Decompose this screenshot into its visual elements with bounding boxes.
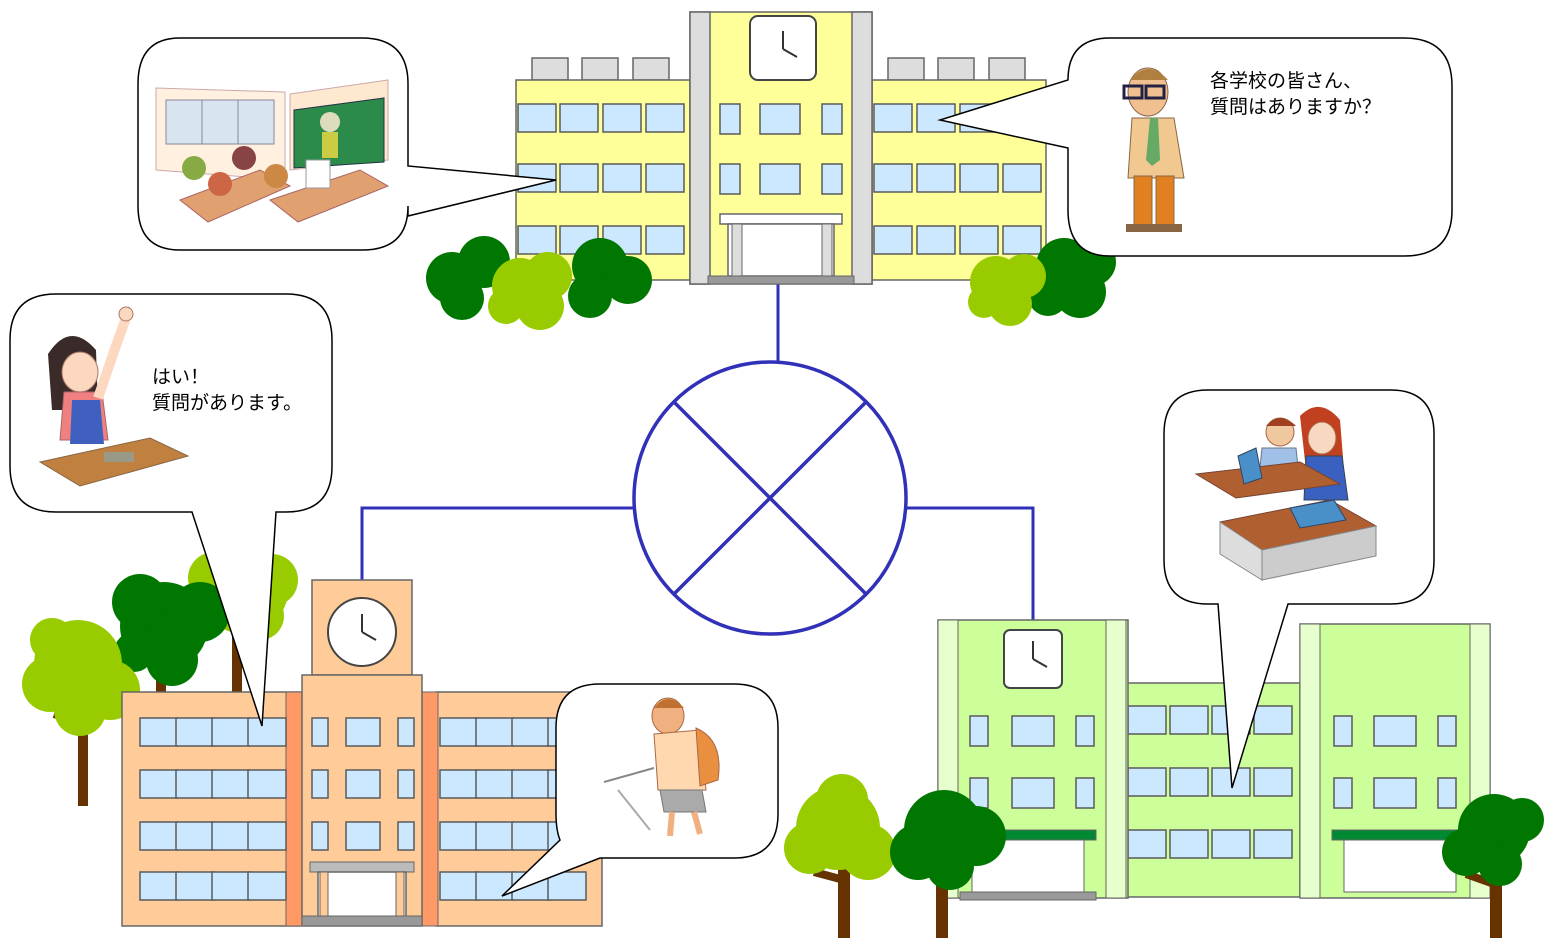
teacher-speech-line-2: 質問はありますか？ <box>1210 96 1382 118</box>
student-speech-line-2: 質問があります。 <box>152 392 303 414</box>
bushes-top-left <box>426 236 652 330</box>
bushes-top-right <box>968 238 1116 326</box>
teacher-speech-text: 各学校の皆さん、 質問はありますか？ <box>1210 68 1381 120</box>
trees-right <box>784 774 1544 938</box>
teacher-speech-line-1: 各学校の皆さん、 <box>1210 70 1363 92</box>
speech-bubble-desk <box>1163 389 1435 789</box>
classroom-scene-illustration <box>155 79 390 223</box>
student-raising-hand-illustration <box>38 306 190 487</box>
teacher-figure-illustration <box>1122 67 1185 232</box>
link-right <box>907 506 1035 620</box>
speech-bubble-student <box>9 293 333 727</box>
students-at-desk-illustration <box>1194 406 1378 581</box>
speech-bubble-teacher <box>937 37 1453 257</box>
school-building-right <box>937 619 1491 901</box>
speech-bubble-writing <box>501 683 779 897</box>
student-speech-line-1: はい！ <box>152 366 210 388</box>
student-writing-illustration <box>603 697 720 837</box>
network-hub-icon <box>632 360 908 636</box>
link-left <box>360 506 634 585</box>
student-speech-text: はい！ 質問があります。 <box>152 364 302 416</box>
network-links <box>360 283 1035 620</box>
speech-bubble-classroom <box>137 37 557 251</box>
